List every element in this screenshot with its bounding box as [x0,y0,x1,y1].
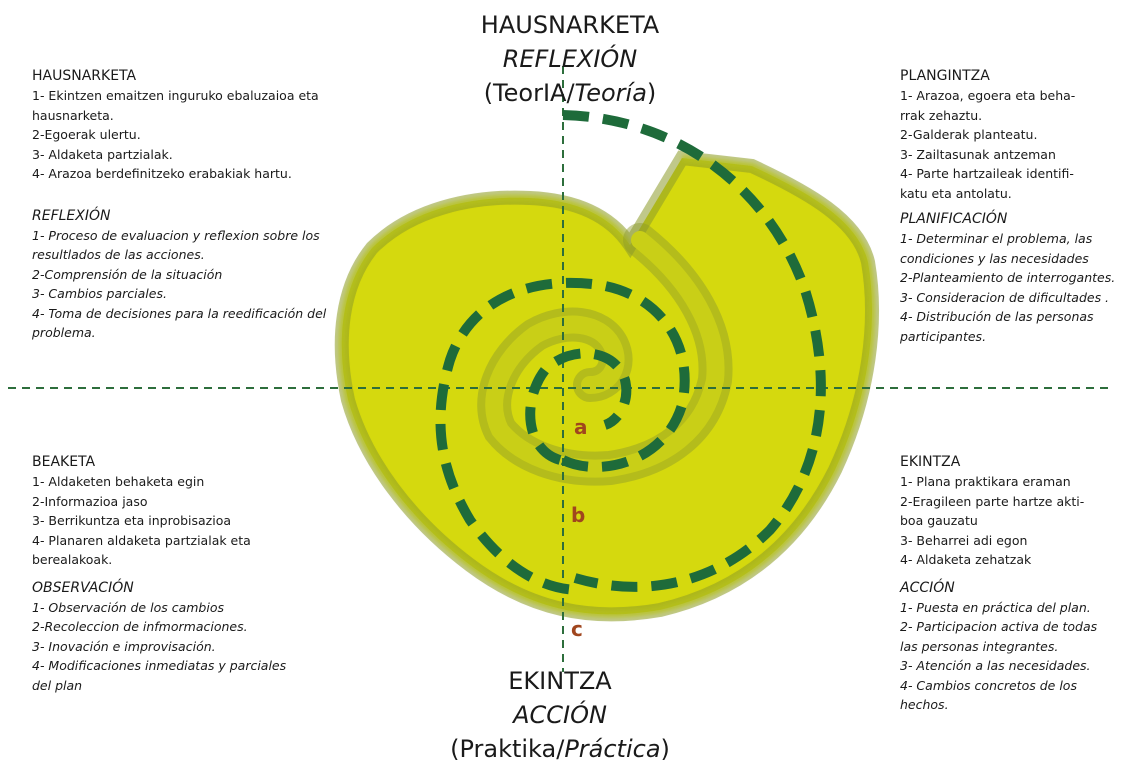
bottom-right-item: boa gauzatu [900,513,978,528]
label-b: b [571,503,586,527]
bottom-right-item: 3- Beharrei adi egon [900,532,1028,548]
top-right-item: 1- Arazoa, egoera eta beha- [900,88,1076,103]
bottom-left-item-es: 2-Recoleccion de infmormaciones. [32,619,248,634]
bottom-left-item: 3- Berrikuntza eta inprobisazioa [32,513,232,528]
top-title-open: (TeorIA/ [483,79,575,107]
bottom-left-heading: BEAKETA [32,454,96,470]
bottom-title-close: ) [660,735,670,763]
bottom-left-item: 1- Aldaketen behaketa egin [32,474,205,489]
top-left-item-es: 1- Proceso de evaluacion y reflexion sob… [32,227,320,243]
spiral-shape [334,150,879,622]
top-title-line3: (TeorIA/Teoría) [440,76,700,110]
top-right-item-es: 3- Consideracion de dificultades . [900,289,1110,305]
ring-a [525,348,632,465]
top-left-item: 1- Ekintzen emaitzen inguruko ebaluzaioa… [32,88,319,103]
bottom-left-heading-es: OBSERVACIÓN [32,579,134,596]
top-title-line1: HAUSNARKETA [480,11,660,39]
top-right-item-es: condiciones y las necesidades [900,250,1089,266]
bottom-right-item-es: las personas integrantes. [900,638,1059,654]
top-left-item-es: resultlados de las acciones. [32,247,205,262]
top-title-italic: Teoría [574,79,647,107]
top-right-item: katu eta antolatu. [900,185,1012,201]
bottom-title-open: (Praktika/ [450,735,565,763]
bottom-title-line3: (Praktika/Práctica) [410,732,710,766]
top-left-item-es: 3- Cambios parciales. [32,286,167,301]
bottom-title-line1: EKINTZA [508,667,612,695]
top-right-item-es: 2-Planteamiento de interrogantes. [900,270,1116,285]
top-title-close: ) [646,79,657,107]
top-title-line2: REFLEXIÓN [502,45,638,73]
top-right-item: 2-Galderak planteatu. [900,127,1038,142]
top-right-item: 4- Parte hartzaileak identifi- [900,166,1074,181]
top-right-item: 3- Zailtasunak antzeman [900,146,1056,162]
bottom-left-item-es: 4- Modificaciones inmediatas y parciales [32,658,287,673]
bottom-left-item: berealakoak. [32,552,113,567]
bottom-right-block: EKINTZA 1- Plana praktikara eraman 2-Era… [900,452,1130,715]
bottom-left-item: 4- Planaren aldaketa partzialak eta [32,532,251,548]
top-left-item: 4- Arazoa berdefinitzeko erabakiak hartu… [32,166,292,181]
top-right-heading-es: PLANIFICACIÓN [900,211,1008,227]
bottom-right-item-es: hechos. [900,697,949,712]
top-right-item-es: 4- Distribución de las personas [900,309,1094,324]
top-right-item: rrak zehaztu. [900,107,983,123]
bottom-right-item: 1- Plana praktikara eraman [900,474,1071,489]
top-title: HAUSNARKETA REFLEXIÓN (TeorIA/Teoría) [440,8,700,110]
ring-b [435,277,690,595]
bottom-right-item: 4- Aldaketa zehatzak [900,552,1032,567]
bottom-right-item-es: 4- Cambios concretos de los [900,677,1077,693]
spiral-outer-edge [338,155,875,618]
top-left-item-es: 2-Comprensión de la situación [32,266,223,282]
bottom-right-item: 2-Eragileen parte hartze akti- [900,493,1085,509]
top-right-item-es: 1- Determinar el problema, las [900,231,1093,246]
bottom-left-block: BEAKETA 1- Aldaketen behaketa egin 2-Inf… [32,452,352,695]
top-left-item: 3- Aldaketa partzialak. [32,146,173,162]
top-left-item-es: problema. [32,325,96,340]
top-right-block: PLANGINTZA 1- Arazoa, egoera eta beha- r… [900,66,1130,346]
top-left-item: 2-Egoerak ulertu. [32,127,141,142]
top-left-item: hausnarketa. [32,107,114,123]
bottom-right-item-es: 1- Puesta en práctica del plan. [900,599,1091,615]
label-a: a [574,415,588,439]
ring-c [562,110,826,592]
bottom-left-item-es: del plan [32,677,83,693]
top-left-block: HAUSNARKETA 1- Ekintzen emaitzen inguruk… [32,66,352,343]
bottom-title: EKINTZA ACCIÓN (Praktika/Práctica) [410,664,710,766]
top-right-heading: PLANGINTZA [900,68,990,84]
top-left-heading: HAUSNARKETA [32,68,137,84]
bottom-left-item-es: 3- Inovación e improvisación. [32,638,216,654]
bottom-right-heading-es: ACCIÓN [900,579,955,596]
bottom-left-item: 2-Informazioa jaso [32,493,148,509]
spiral-inner-arm-core [485,231,725,478]
bottom-right-heading: EKINTZA [900,454,961,470]
top-left-heading-es: REFLEXIÓN [32,207,111,224]
label-c: c [571,617,583,641]
top-right-item-es: participantes. [900,328,987,344]
top-left-item-es: 4- Toma de decisiones para la reedificac… [32,305,327,321]
bottom-left-item-es: 1- Observación de los cambios [32,599,224,615]
bottom-right-item-es: 2- Participacion activa de todas [900,619,1098,634]
bottom-right-item-es: 3- Atención a las necesidades. [900,658,1091,673]
bottom-title-line2: ACCIÓN [513,701,607,729]
bottom-title-italic: Práctica [564,735,661,763]
